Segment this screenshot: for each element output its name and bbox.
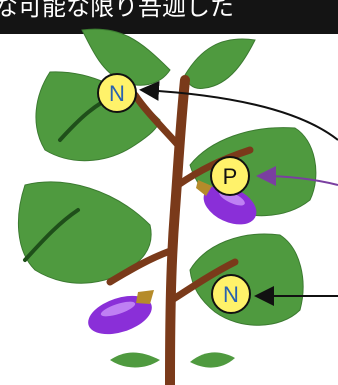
badge-label: N xyxy=(223,282,239,307)
badge-n-upper: N xyxy=(98,74,136,112)
leaf-top-right xyxy=(185,39,255,88)
leaf-bottom-left-small xyxy=(110,353,160,368)
badge-p-middle: P xyxy=(211,157,249,195)
badge-label: N xyxy=(109,81,125,106)
arrow-to-n-upper xyxy=(143,90,338,140)
badge-n-lower: N xyxy=(212,275,250,313)
badge-label: P xyxy=(223,164,238,189)
leaf-bottom-right-small xyxy=(190,352,235,367)
eggplant-calyx xyxy=(136,290,154,304)
eggplant-lower xyxy=(83,289,156,342)
